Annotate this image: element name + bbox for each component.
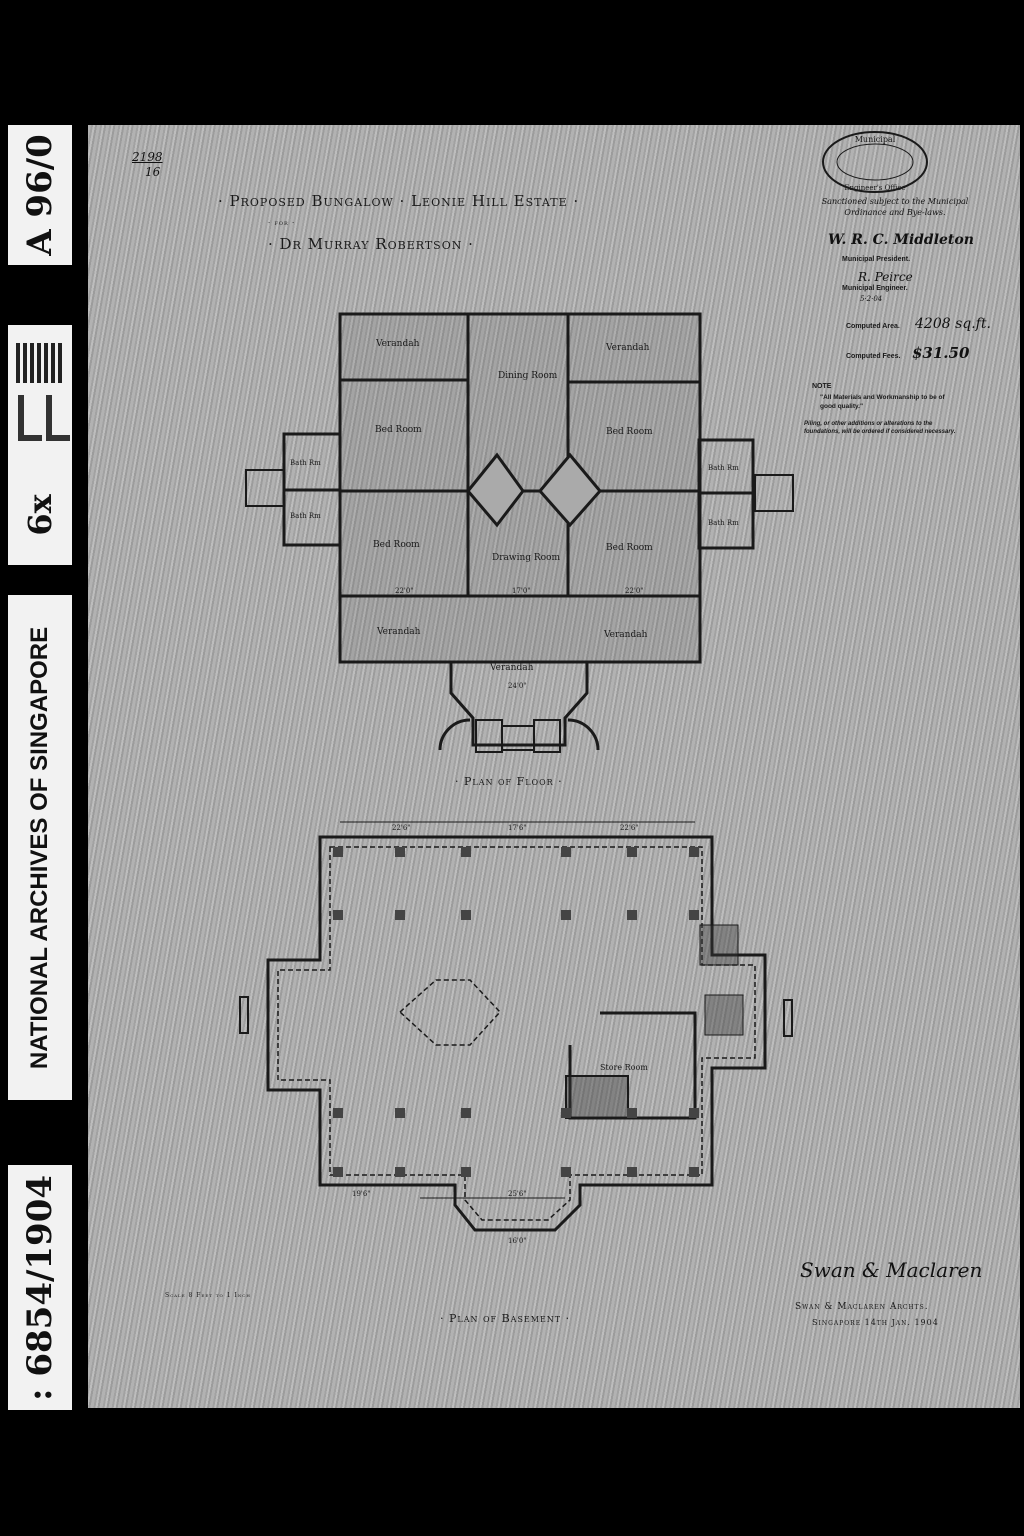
archive-institution-label: NATIONAL ARCHIVES OF SINGAPORE: [8, 595, 72, 1100]
basement-pier: [461, 847, 471, 857]
basement-pier: [627, 1108, 637, 1118]
dimension: 16'0": [508, 1237, 527, 1245]
area-value: 4208 sq.ft.: [915, 316, 991, 332]
room-label: Bath Rm: [708, 519, 739, 527]
dimension: 17'6": [508, 824, 527, 832]
room-label: Bed Room: [606, 543, 653, 553]
stamp: Municipal Engineer's Office: [822, 131, 928, 193]
floor-plan-title: · Plan of Floor ·: [455, 775, 563, 788]
dimension: 17'0": [512, 587, 531, 595]
basement-pier: [395, 847, 405, 857]
file-sub-number: 16: [145, 165, 161, 179]
archive-series-label: A 96/0: [8, 125, 72, 265]
basement-pier: [333, 1167, 343, 1177]
room-label: Bath Rm: [290, 512, 321, 520]
fees-value: $31.50: [912, 344, 970, 362]
drawing-title: · Proposed Bungalow · Leonie Hill Estate…: [218, 192, 580, 210]
basement-pier: [561, 1167, 571, 1177]
basement-pier: [689, 910, 699, 920]
dimension: 19'6": [352, 1190, 371, 1198]
basement-pier: [395, 910, 405, 920]
dimension: 25'6": [508, 1190, 527, 1198]
room-label: Verandah: [605, 343, 650, 353]
president-title: Municipal President.: [842, 256, 911, 263]
room-label: Verandah: [603, 630, 648, 640]
dimension: 22'6": [620, 824, 639, 832]
room-label: Drawing Room: [492, 553, 560, 563]
basement-pier: [689, 847, 699, 857]
room-label: Verandah: [375, 339, 420, 349]
basement-plan-title: · Plan of Basement ·: [440, 1312, 571, 1325]
basement-pier: [395, 1167, 405, 1177]
basement-pier: [395, 1108, 405, 1118]
area-label: Computed Area.: [846, 323, 900, 330]
drawing-sheet: [88, 125, 1020, 1408]
basement-pier: [561, 1108, 571, 1118]
basement-pier: [689, 1167, 699, 1177]
scale-note: Scale 8 Feet to 1 Inch: [165, 1292, 251, 1299]
engineer-title: Municipal Engineer.: [842, 285, 908, 292]
resolution-target: [16, 343, 62, 383]
basement-pier: [561, 847, 571, 857]
dimension: 22'0": [395, 587, 414, 595]
stamp-ring-bottom: Engineer's Office: [844, 184, 905, 192]
engineer-signature: R. Peirce: [858, 270, 913, 284]
note-quality: "All Materials and Workmanship to be of …: [820, 394, 945, 410]
fees-label: Computed Fees.: [846, 353, 901, 360]
basement-pier: [689, 1108, 699, 1118]
room-label: Bath Rm: [290, 459, 321, 467]
for-text: · for ·: [268, 219, 296, 227]
room-label: Dining Room: [498, 371, 558, 381]
sanction-text: Sanctioned subject to the Municipal Ordi…: [821, 197, 969, 217]
architect-name: Swan & Maclaren Archts.: [795, 1302, 929, 1312]
resolution-bar: [18, 395, 42, 441]
basement-pier: [461, 1167, 471, 1177]
basement-piers: [333, 847, 699, 1177]
basement-pier: [333, 1108, 343, 1118]
place-date: Singapore 14th Jan. 1904: [812, 1318, 939, 1327]
basement-plan: [239, 821, 793, 1232]
room-label: Store Room: [600, 1063, 648, 1072]
architect-signature: Swan & Maclaren: [800, 1258, 983, 1282]
note-heading: NOTE: [812, 383, 832, 390]
dimension: 24'0": [508, 682, 527, 690]
basement-pier: [461, 910, 471, 920]
room-label: Bed Room: [373, 540, 420, 550]
room-label: Verandah: [489, 663, 534, 673]
floor-room-labels: Verandah Verandah Dining Room Bed Room B…: [290, 339, 739, 1245]
basement-pier: [333, 847, 343, 857]
note-piling: Piling, or other additions or alteration…: [804, 421, 956, 435]
archive-reference-label: : 6854/1904: [8, 1165, 72, 1410]
basement-pier: [461, 1108, 471, 1118]
basement-pier: [627, 1167, 637, 1177]
resolution-bar: [46, 395, 70, 441]
basement-pier: [333, 910, 343, 920]
room-label: Bath Rm: [708, 464, 739, 472]
basement-pier: [627, 910, 637, 920]
room-label: Bed Room: [375, 425, 422, 435]
floor-plan: [245, 312, 794, 753]
file-number: 2198: [132, 150, 163, 164]
basement-pier: [627, 847, 637, 857]
client-name: · Dr Murray Robertson ·: [268, 235, 474, 253]
room-label: Bed Room: [606, 427, 653, 437]
basement-pier: [561, 910, 571, 920]
president-signature: W. R. C. Middleton: [828, 232, 974, 248]
engineer-date: 5·2·04: [860, 295, 883, 303]
dimension: 22'6": [392, 824, 411, 832]
room-label: Verandah: [376, 627, 421, 637]
resolution-test-label: 6x: [8, 325, 72, 565]
stamp-ring-top: Municipal: [855, 135, 896, 144]
dimension: 22'0": [625, 587, 644, 595]
